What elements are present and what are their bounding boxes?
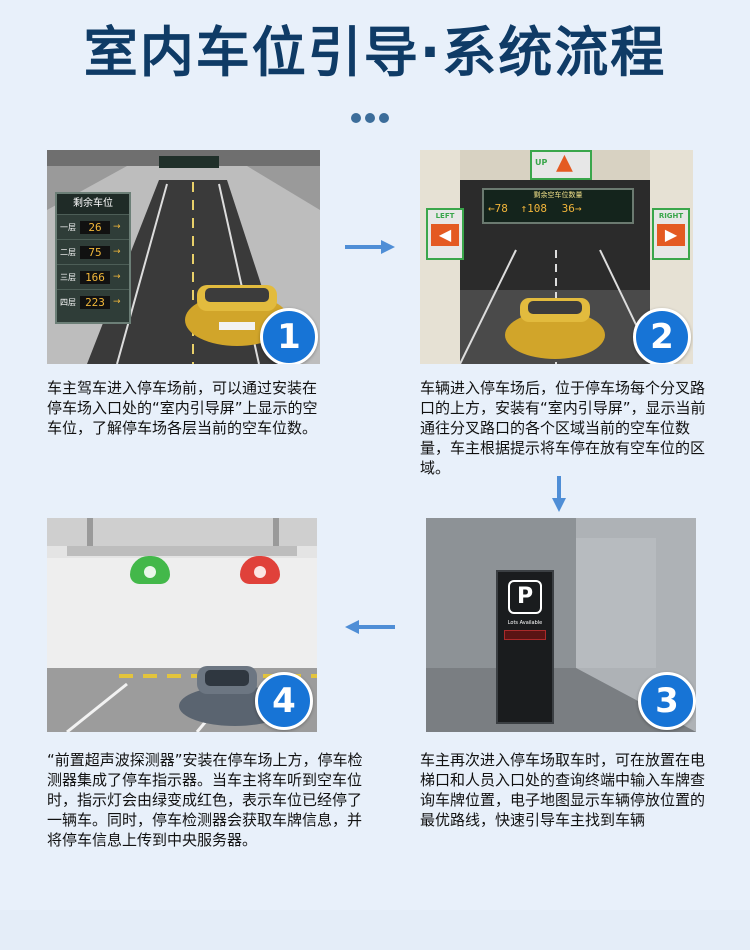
detector-green-lens-icon <box>144 566 156 578</box>
right-sign: RIGHT ▶ <box>652 208 690 260</box>
up-arrow-icon: ▲ <box>556 150 573 175</box>
arrow-up-icon: ↑ <box>520 202 528 215</box>
board-left-value: 78 <box>494 202 508 215</box>
sign-row: 二层 75→ <box>57 239 129 264</box>
step-4-badge: 4 <box>255 672 313 730</box>
left-sign: LEFT ◀ <box>426 208 464 260</box>
left-label: LEFT <box>435 212 455 220</box>
sign-row-label: 二层 <box>60 247 76 257</box>
sign-row-arrow-icon: → <box>113 247 121 257</box>
sign-row-value: 75 <box>80 245 110 259</box>
step-3-description: 车主再次进入停车场取车时，可在放置在电梯口和人员入口处的查询终端中输入车牌查询车… <box>420 751 706 829</box>
page-title: 室内车位引导·系统流程 <box>83 21 667 84</box>
query-kiosk[interactable]: P Lots Available <box>496 570 554 724</box>
board-center-value: 108 <box>527 202 547 215</box>
arrow-right-small-icon: → <box>574 202 582 215</box>
arrow-right-icon <box>345 240 395 254</box>
up-label: UP <box>535 158 548 167</box>
sign-row-value: 26 <box>80 220 110 234</box>
parking-logo-icon: P <box>508 580 542 614</box>
parking-bay-scene <box>47 518 317 732</box>
kiosk-led-display <box>504 630 546 640</box>
step-4-illustration: 4 <box>47 518 317 732</box>
sign-row-label: 一层 <box>60 222 76 232</box>
step-2-badge: 2 <box>633 308 691 364</box>
sign-row-value: 223 <box>80 295 110 309</box>
sign-row-arrow-icon: → <box>113 297 121 307</box>
sign-header: 剩余车位 <box>57 194 129 214</box>
step-2-illustration: UP ▲ 剩余空车位数量 ←78 ↑108 36→ LEFT ◀ RIGHT ▶… <box>420 150 693 364</box>
step-1-description: 车主驾车进入停车场前，可以通过安装在停车场入口处的“室内引导屏”上显示的空车位，… <box>47 379 318 437</box>
detector-red-lens-icon <box>254 566 266 578</box>
step-1-badge: 1 <box>260 308 318 364</box>
up-indicator: UP ▲ <box>530 150 592 180</box>
right-label: RIGHT <box>658 212 684 220</box>
board-right-value: 36 <box>561 202 575 215</box>
arrow-left-icon: ← <box>488 202 495 215</box>
step-2-description: 车辆进入停车场后，位于停车场每个分叉路口的上方，安装有“室内引导屏”，显示当前通… <box>420 379 706 477</box>
elevator-lobby-scene <box>426 518 696 732</box>
kiosk-caption: Lots Available <box>507 620 543 626</box>
step-3-badge: 3 <box>638 672 696 730</box>
direction-board: 剩余空车位数量 ←78 ↑108 36→ <box>482 188 634 224</box>
step-4-description: “前置超声波探测器”安装在停车场上方，停车检测器集成了停车指示器。当车主将车听到… <box>47 751 363 849</box>
sign-row: 三层 166→ <box>57 264 129 289</box>
step-3-illustration: P Lots Available 3 <box>426 518 696 732</box>
sign-row-label: 三层 <box>60 272 76 282</box>
sign-row-value: 166 <box>80 270 110 284</box>
left-arrow-icon: ◀ <box>431 224 459 246</box>
arrow-left-icon <box>345 620 395 634</box>
sign-row: 四层 223→ <box>57 289 129 314</box>
right-arrow-icon: ▶ <box>657 224 685 246</box>
sign-row: 一层 26→ <box>57 214 129 239</box>
sign-row-arrow-icon: → <box>113 222 121 232</box>
sign-row-label: 四层 <box>60 297 76 307</box>
decorative-dots <box>351 108 393 127</box>
arrow-down-icon <box>552 476 566 512</box>
sign-row-arrow-icon: → <box>113 272 121 282</box>
board-header: 剩余空车位数量 <box>533 191 583 199</box>
